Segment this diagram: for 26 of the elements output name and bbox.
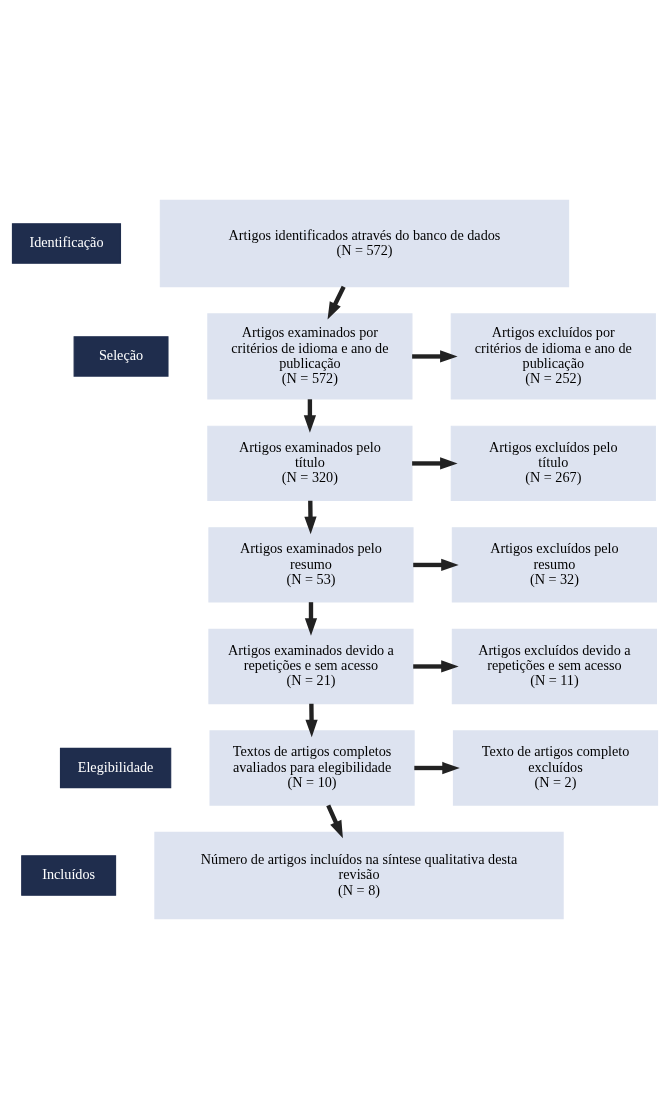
arrow	[412, 350, 458, 363]
arrow	[414, 761, 460, 775]
node-box: Artigos excluídos devido a repetições e sem acesso (N = 11)	[451, 628, 657, 705]
node-box: Artigos excluídos pelo resumo (N = 32)	[451, 527, 657, 603]
node-box: Artigos examinados pelo resumo (N = 53)	[208, 527, 414, 603]
node-box: Número de artigos incluídos na síntese qualitativa desta revisão (N = 8)	[154, 831, 564, 920]
node-box: Artigos examinados devido a repetições e sem acesso (N = 21)	[208, 628, 414, 705]
node-box: Identificação	[11, 223, 122, 264]
arrow	[326, 804, 343, 839]
arrow	[305, 703, 318, 738]
arrow	[327, 285, 346, 320]
node-box: Artigos examinados pelo título (N = 320)	[207, 425, 413, 502]
arrow	[413, 660, 459, 673]
arrow	[304, 500, 317, 535]
node-box: Seleção	[73, 336, 169, 377]
node-box: Incluídos	[21, 855, 117, 896]
arrow	[413, 558, 459, 572]
node-box: Texto de artigos completo excluídos (N = 2)	[452, 730, 659, 806]
node-box: Artigos examinados por critérios de idioma e ano de publicação (N = 572)	[207, 313, 413, 400]
node-box: Artigos identificados através do banco de dados (N = 572)	[159, 199, 570, 288]
node-box: Artigos excluídos pelo título (N = 267)	[450, 425, 656, 502]
node-box: Textos de artigos completos avaliados para elegibilidade (N = 10)	[209, 730, 415, 806]
arrow	[304, 602, 318, 636]
node-box: Elegibilidade	[59, 747, 172, 789]
node-box: Artigos excluídos por critérios de idioma e ano de publicação (N = 252)	[450, 313, 656, 400]
arrow	[412, 457, 458, 470]
